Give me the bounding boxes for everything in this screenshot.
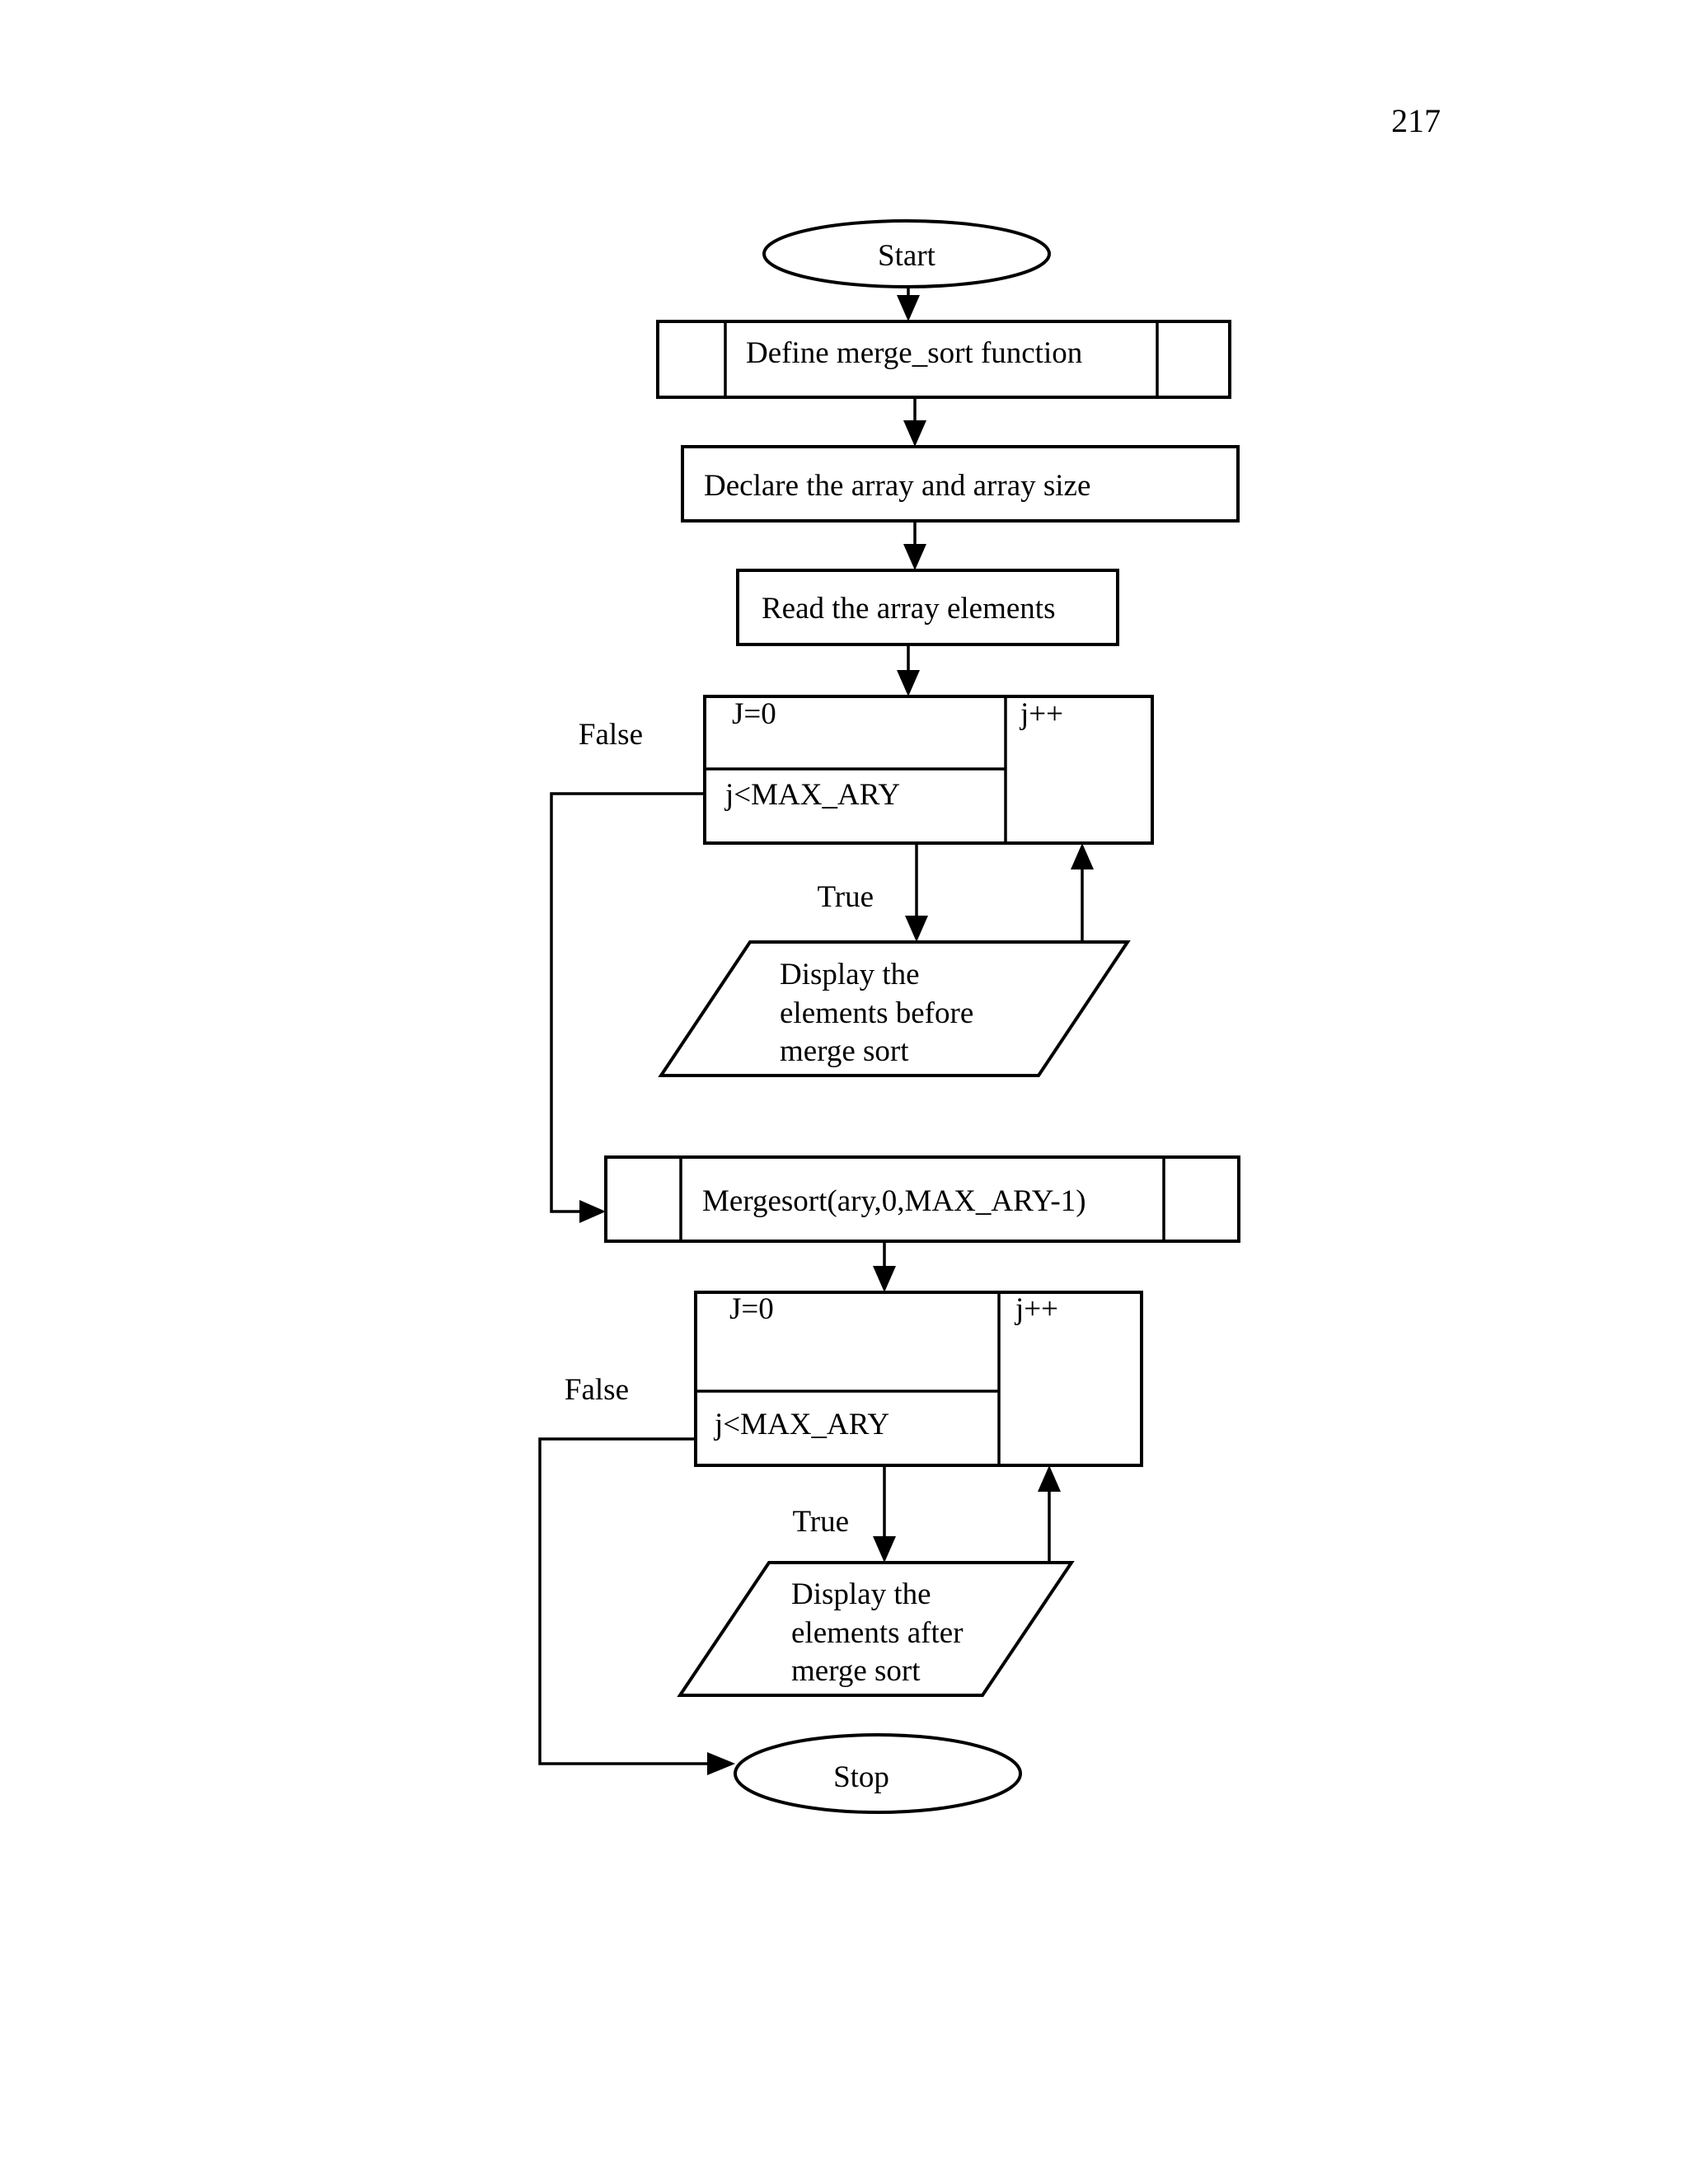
loop1-box: J=0 j<MAX_ARY j++ xyxy=(703,695,1154,845)
mergesort-label: Mergesort(ary,0,MAX_ARY-1) xyxy=(702,1184,1086,1218)
mergesort-box xyxy=(604,1155,1240,1243)
loop2-increment-label: j++ xyxy=(1014,1292,1058,1326)
connector-mergesort-to-loop2 xyxy=(873,1241,896,1292)
connector-read-to-loop1 xyxy=(897,644,920,696)
start-terminator: Start xyxy=(762,219,1051,288)
loop1-condition-label: j<MAX_ARY xyxy=(724,778,900,812)
display-before-line3: merge sort xyxy=(780,1034,909,1068)
read-label: Read the array elements xyxy=(762,592,1055,626)
arrow-down-icon xyxy=(873,1266,896,1292)
display-after-io-box: Display the elements after merge sort xyxy=(677,1561,1075,1697)
define-label: Define merge_sort function xyxy=(746,336,1082,370)
display-after-parallelogram xyxy=(677,1561,1075,1697)
display-before-line2: elements before xyxy=(780,996,973,1030)
declare-box xyxy=(681,445,1240,523)
arrow-down-icon xyxy=(897,670,920,696)
arrow-up-icon xyxy=(1071,843,1094,869)
feedback-display-before-to-loop1 xyxy=(1071,843,1094,942)
mergesort-process-box: Mergesort(ary,0,MAX_ARY-1) xyxy=(604,1155,1240,1243)
define-box xyxy=(656,320,1231,399)
display-after-line1: Display the xyxy=(791,1577,931,1611)
loop2-box: J=0 j<MAX_ARY j++ xyxy=(694,1291,1143,1467)
loop2-false-label: False xyxy=(565,1373,629,1407)
define-process-box: Define merge_sort function xyxy=(656,320,1231,399)
read-process-box: Read the array elements xyxy=(736,569,1119,646)
loop2-init-label: J=0 xyxy=(729,1292,774,1326)
loop1-true-label: True xyxy=(817,880,874,914)
connector-define-to-declare xyxy=(903,397,926,447)
page-number: 217 xyxy=(1391,102,1441,139)
loop1-init-label: J=0 xyxy=(732,697,776,731)
arrow-right-icon xyxy=(707,1752,735,1775)
arrow-right-icon xyxy=(579,1200,606,1223)
display-before-parallelogram xyxy=(658,940,1131,1077)
arrow-up-icon xyxy=(1038,1465,1061,1492)
stop-terminator: Stop xyxy=(734,1733,1022,1814)
arrow-down-icon xyxy=(873,1536,896,1563)
arrow-down-icon xyxy=(905,916,928,942)
arrow-down-icon xyxy=(903,544,926,570)
arrow-down-icon xyxy=(903,420,926,447)
false2-path xyxy=(538,1437,735,1775)
stop-label: Stop xyxy=(833,1760,889,1794)
false1-line xyxy=(550,792,705,1213)
connector-declare-to-read xyxy=(903,521,926,570)
false2-line xyxy=(538,1437,709,1765)
display-before-io-box: Display the elements before merge sort xyxy=(658,940,1131,1077)
feedback-display-after-to-loop2 xyxy=(1038,1465,1061,1563)
connector-loop1-to-display-before xyxy=(905,843,928,942)
display-after-line2: elements after xyxy=(791,1616,964,1650)
loop2-condition-label: j<MAX_ARY xyxy=(713,1408,889,1441)
display-after-line3: merge sort xyxy=(791,1654,921,1688)
false1-path xyxy=(550,792,705,1223)
declare-process-box: Declare the array and array size xyxy=(681,445,1240,523)
read-box xyxy=(736,569,1119,646)
display-before-line1: Display the xyxy=(780,958,920,991)
connector-loop2-to-display-after xyxy=(873,1465,896,1563)
start-label: Start xyxy=(878,239,936,273)
loop1-increment-label: j++ xyxy=(1019,697,1063,731)
start-oval xyxy=(762,219,1051,288)
loop2-true-label: True xyxy=(792,1505,849,1539)
arrow-down-icon xyxy=(897,295,920,321)
stop-oval xyxy=(734,1733,1022,1814)
declare-label: Declare the array and array size xyxy=(704,469,1090,503)
loop1-false-label: False xyxy=(579,718,643,752)
loop2-rect xyxy=(694,1291,1143,1467)
connector-start-to-define xyxy=(897,287,920,321)
